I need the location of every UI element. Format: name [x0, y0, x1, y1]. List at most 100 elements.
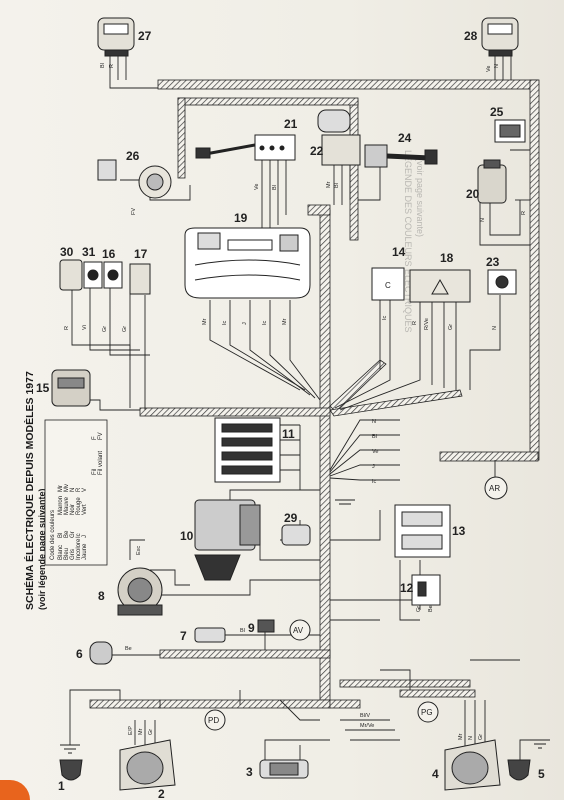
- legend-row-name: Noir: [70, 504, 76, 515]
- label-28: 28: [464, 29, 478, 43]
- wire-code: N: [480, 218, 486, 222]
- label-9: 9: [248, 621, 255, 635]
- label-18: 18: [440, 251, 454, 265]
- legend-footer-code: FV: [98, 432, 104, 440]
- wire-code-labels: Bl R Ve N Ve Bl Mr Bl FV Mr Ic J Ic Mr R…: [64, 63, 527, 740]
- legend-footer-name: Fil: [92, 469, 98, 475]
- label-4: 4: [432, 767, 439, 781]
- wire-code: N: [468, 736, 474, 740]
- background-text-line1: LEGENDE DES COULEURS ELECTRIQUES: [403, 150, 413, 333]
- wire-code: Bl: [372, 434, 377, 440]
- svg-text:PG: PG: [421, 708, 433, 717]
- wire-code: Mr/Ve: [360, 723, 374, 729]
- legend-row-code: N: [70, 488, 76, 492]
- wire-code: Bl: [272, 185, 278, 190]
- wire-code: Ve: [372, 449, 378, 455]
- wire-code: R: [521, 211, 527, 215]
- wire-code: Gr: [148, 729, 154, 735]
- label-16: 16: [102, 247, 116, 261]
- label-21: 21: [284, 117, 298, 131]
- legend-row-code: R: [76, 487, 82, 492]
- legend-row-name: Jaune: [82, 543, 88, 560]
- component-28-headlamp-left: [481, 17, 519, 57]
- label-30: 30: [60, 245, 74, 259]
- component-20: [477, 159, 507, 204]
- svg-text:AV: AV: [293, 626, 304, 635]
- harness: [89, 79, 540, 709]
- component-4-headlamp: [444, 739, 501, 791]
- component-6: [89, 641, 113, 665]
- component-21-switch: [195, 134, 296, 161]
- legend-row-code: Bl: [58, 533, 64, 538]
- ground-icon: [335, 499, 355, 505]
- wire-code: Vi: [82, 325, 88, 330]
- legend-row-code: Be: [64, 530, 70, 538]
- component-15: [51, 369, 91, 407]
- component-7: [194, 627, 226, 643]
- wire-code: Bl: [240, 628, 245, 634]
- component-23: [487, 269, 517, 295]
- svg-text:AR: AR: [489, 484, 500, 493]
- wire-code: Gr: [416, 606, 422, 612]
- connector-markers: AV AR PD PG: [204, 476, 508, 731]
- legend-row-name: Incolore: [76, 538, 82, 560]
- svg-text:C: C: [385, 281, 391, 290]
- component-14: C: [371, 267, 405, 301]
- component-8-alternator: [117, 567, 163, 616]
- wire-code: Gr: [478, 734, 484, 740]
- label-12: 12: [400, 581, 414, 595]
- wire-code: Ic: [262, 320, 268, 325]
- component-27-headlamp-right: [97, 17, 135, 57]
- wire-code: FV: [131, 208, 137, 215]
- background-text: LEGENDE DES COULEURS ELECTRIQUES (voir p…: [403, 150, 425, 333]
- legend-row-code: Ic: [76, 533, 82, 538]
- label-8: 8: [98, 589, 105, 603]
- label-6: 6: [76, 647, 83, 661]
- legend-footer-code: F: [92, 436, 98, 440]
- legend-row-name: Rouge: [76, 497, 82, 515]
- legend-row-name: Blanc: [58, 545, 64, 560]
- wire-code: Mr: [282, 318, 288, 325]
- wire-code: N: [492, 326, 498, 330]
- color-code-legend: Code des couleurs Blanc Bl Bleu Be Gris …: [44, 419, 108, 566]
- wire-code: Exc: [136, 546, 142, 555]
- component-19-instrument-cluster: [184, 227, 311, 299]
- wire-code: E/P: [128, 726, 134, 735]
- wire-code: Bl: [334, 183, 340, 188]
- component-18: [409, 269, 471, 303]
- wire-code: J: [372, 464, 375, 470]
- wire-code: Ic: [372, 479, 377, 485]
- component-number-labels: 1 2 3 4 5 6 7 8 9 10 11 12 13 14 15 16 1…: [36, 29, 545, 800]
- component-3: [259, 759, 309, 779]
- wire-code: Gr: [448, 324, 454, 330]
- wires: [69, 55, 540, 770]
- component-31: [83, 261, 103, 289]
- wire-code: Mr: [458, 733, 464, 740]
- connector-ar: AR: [484, 476, 508, 500]
- wire-code: N: [372, 419, 376, 425]
- wire-code: R: [412, 321, 418, 325]
- label-20: 20: [466, 187, 480, 201]
- legend-row-name: Mauve: [64, 496, 70, 515]
- legend-row-code: J: [82, 535, 88, 538]
- wire-code: Ic: [382, 315, 388, 320]
- component-5: [507, 759, 531, 781]
- wire-code: Ve: [254, 184, 260, 190]
- component-9: [257, 619, 275, 633]
- component-12: [411, 574, 441, 606]
- wire-code: Mr: [138, 728, 144, 735]
- legend-row-name: Marron: [58, 496, 64, 515]
- legend-row-name: Vert: [82, 504, 88, 515]
- page-corner-tab: [0, 780, 30, 800]
- svg-text:PD: PD: [208, 716, 219, 725]
- label-5: 5: [538, 767, 545, 781]
- label-3: 3: [246, 765, 253, 779]
- wire-code: Be: [428, 605, 434, 612]
- label-24: 24: [398, 131, 412, 145]
- label-19: 19: [234, 211, 248, 225]
- component-10-starter: [194, 499, 261, 581]
- wire-code: Gr: [122, 326, 128, 332]
- connector-pg: PG: [417, 701, 439, 723]
- label-17: 17: [134, 247, 148, 261]
- wire-code: R: [109, 64, 115, 68]
